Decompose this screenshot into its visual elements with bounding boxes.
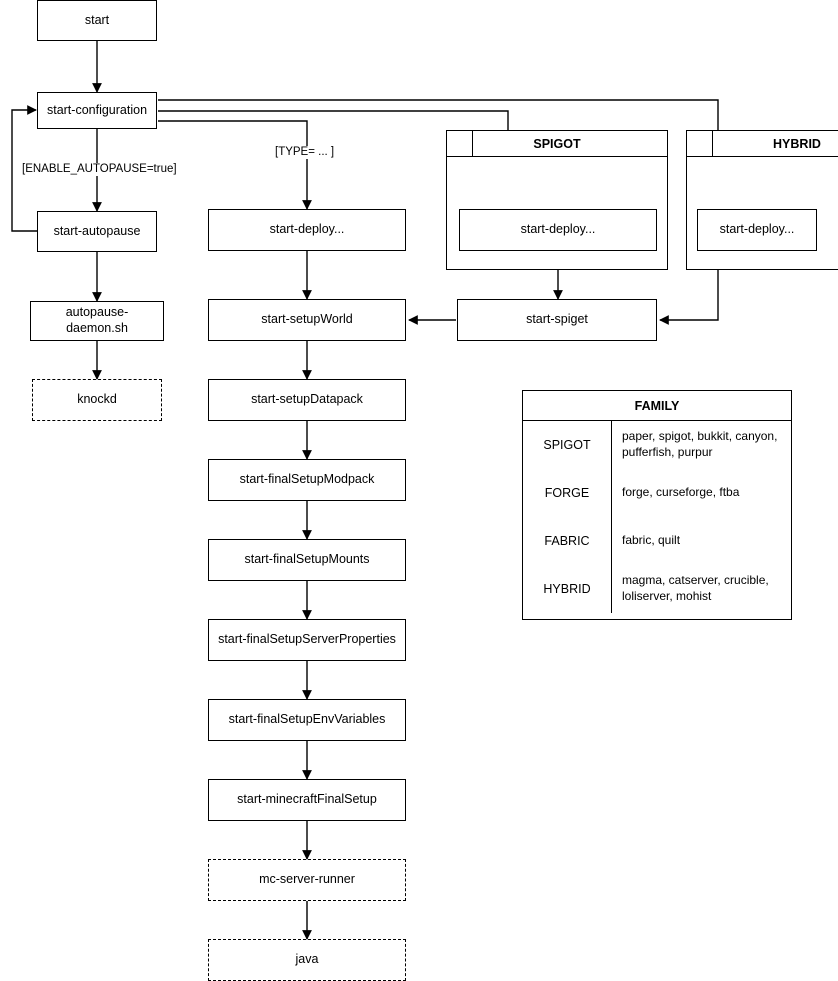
family-legend-key-label: FABRIC <box>544 534 590 548</box>
family-legend-key-label: FORGE <box>544 486 590 500</box>
edge-label-type-condition: [TYPE= ... ] <box>273 146 337 159</box>
family-legend: FAMILY SPIGOT paper, spigot, bukkit, can… <box>522 390 792 620</box>
family-legend-key: FABRIC <box>523 517 612 565</box>
group-hybrid-header: HYBRID <box>687 131 838 157</box>
node-start-configuration[interactable]: start-configuration <box>37 92 157 129</box>
family-legend-key: HYBRID <box>523 565 612 613</box>
family-legend-key: FORGE <box>523 469 612 517</box>
node-mc-server-runner-label: mc-server-runner <box>259 872 355 887</box>
node-start-deploy-hybrid-label: start-deploy... <box>719 222 795 237</box>
family-legend-row: FABRIC fabric, quilt <box>523 517 791 565</box>
node-start-finalsetupenvvariables[interactable]: start-finalSetupEnvVariables <box>208 699 406 741</box>
family-legend-key-label: SPIGOT <box>543 438 591 452</box>
node-start-label: start <box>84 12 110 27</box>
node-start-deploy-main[interactable]: start-deploy... <box>208 209 406 251</box>
node-java[interactable]: java <box>208 939 406 981</box>
node-start-spiget[interactable]: start-spiget <box>457 299 657 341</box>
group-spigot-tab <box>447 131 473 157</box>
node-start-spiget-label: start-spiget <box>526 312 588 327</box>
group-spigot-header: SPIGOT <box>447 131 667 157</box>
node-start-minecraftfinalsetup[interactable]: start-minecraftFinalSetup <box>208 779 406 821</box>
family-legend-value: fabric, quilt <box>622 533 681 548</box>
node-start-autopause-label: start-autopause <box>53 223 141 238</box>
edge-label-enable-autopause: [ENABLE_AUTOPAUSE=true] <box>20 163 179 176</box>
family-legend-row: FORGE forge, curseforge, ftba <box>523 469 791 517</box>
node-start-setupdatapack[interactable]: start-setupDatapack <box>208 379 406 421</box>
group-hybrid-label: HYBRID <box>773 136 821 151</box>
family-legend-value: paper, spigot, bukkit, canyon, pufferfis… <box>622 429 778 459</box>
family-legend-value: magma, catserver, crucible, loliserver, … <box>622 573 769 603</box>
node-start-autopause[interactable]: start-autopause <box>37 211 157 252</box>
family-legend-title-label: FAMILY <box>634 398 680 413</box>
node-mc-server-runner[interactable]: mc-server-runner <box>208 859 406 901</box>
family-legend-key: SPIGOT <box>523 421 612 469</box>
node-start-setupworld[interactable]: start-setupWorld <box>208 299 406 341</box>
node-start-setupdatapack-label: start-setupDatapack <box>251 392 363 407</box>
node-start-deploy-hybrid[interactable]: start-deploy... <box>697 209 817 251</box>
group-spigot-label: SPIGOT <box>533 136 581 151</box>
node-autopause-daemon[interactable]: autopause-daemon.sh <box>30 301 164 341</box>
node-start-finalsetupenvvariables-label: start-finalSetupEnvVariables <box>228 712 386 727</box>
node-start-finalsetupmounts-label: start-finalSetupMounts <box>244 552 370 567</box>
edge-configuration-to-deploy-main <box>158 120 312 210</box>
node-autopause-daemon-label: autopause-daemon.sh <box>65 305 129 335</box>
node-start-finalsetupmodpack[interactable]: start-finalSetupModpack <box>208 459 406 501</box>
node-start-deploy-main-label: start-deploy... <box>269 222 345 237</box>
node-start-finalsetupserverproperties-label: start-finalSetupServerProperties <box>218 632 396 647</box>
node-start-configuration-label: start-configuration <box>46 102 148 117</box>
node-start-deploy-spigot-label: start-deploy... <box>520 222 596 237</box>
group-hybrid-tab <box>687 131 713 157</box>
family-legend-row: SPIGOT paper, spigot, bukkit, canyon, pu… <box>523 421 791 469</box>
node-start-minecraftfinalsetup-label: start-minecraftFinalSetup <box>237 792 377 807</box>
family-legend-title: FAMILY <box>523 391 791 421</box>
family-legend-row: HYBRID magma, catserver, crucible, lolis… <box>523 565 791 613</box>
node-start-finalsetupmounts[interactable]: start-finalSetupMounts <box>208 539 406 581</box>
node-start-deploy-spigot[interactable]: start-deploy... <box>459 209 657 251</box>
node-start-finalsetupmodpack-label: start-finalSetupModpack <box>239 472 375 487</box>
family-legend-key-label: HYBRID <box>543 582 591 596</box>
node-java-label: java <box>295 952 319 967</box>
node-start-finalsetupserverproperties[interactable]: start-finalSetupServerProperties <box>208 619 406 661</box>
family-legend-value: forge, curseforge, ftba <box>622 485 740 500</box>
family-legend-body: SPIGOT paper, spigot, bukkit, canyon, pu… <box>523 421 791 613</box>
node-start-setupworld-label: start-setupWorld <box>261 312 353 327</box>
node-start[interactable]: start <box>37 0 157 41</box>
node-knockd[interactable]: knockd <box>32 379 162 421</box>
node-knockd-label: knockd <box>77 392 117 407</box>
